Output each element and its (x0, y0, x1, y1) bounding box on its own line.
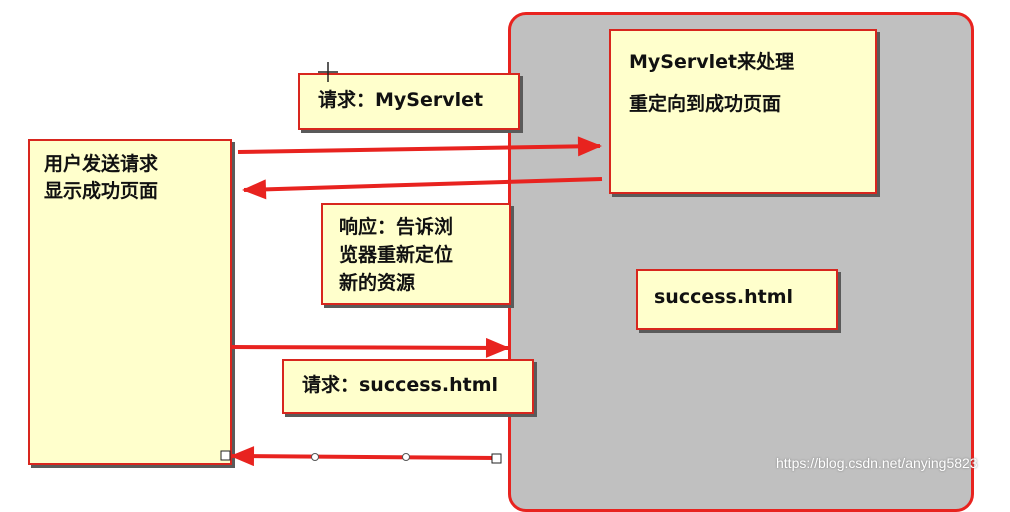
user-note-line-2: 显示成功页面 (44, 180, 159, 202)
arrow-request-to-servlet (237, 136, 602, 157)
request-myservlet-label: 请求：MyServlet (318, 89, 484, 111)
servlet-note-line-2: 重定向到成功页面 (629, 93, 782, 115)
response-note-line-2: 览器重新定位 (339, 244, 454, 266)
selection-midpoint-2[interactable] (402, 453, 410, 461)
user-note[interactable]: 用户发送请求 显示成功页面 (28, 139, 232, 465)
arrow-redirect-response (242, 177, 603, 200)
success-page-note[interactable]: success.html (636, 269, 838, 330)
selection-handle-end[interactable] (491, 453, 502, 464)
user-note-line-1: 用户发送请求 (44, 153, 159, 175)
response-note-line-3: 新的资源 (339, 272, 416, 294)
crosshair-cursor-icon (318, 62, 338, 82)
request-success-note[interactable]: 请求：success.html (282, 359, 534, 414)
request-myservlet-note[interactable]: 请求：MyServlet (298, 73, 520, 130)
request-success-label: 请求：success.html (302, 374, 499, 396)
selection-handle-start[interactable] (220, 450, 231, 461)
servlet-note-line-1: MyServlet来处理 (629, 51, 795, 73)
watermark: https://blog.csdn.net/anying5823 (776, 455, 978, 471)
arrow-request-to-success (231, 337, 510, 358)
flow-arrows (220, 62, 603, 467)
response-note[interactable]: 响应：告诉浏 览器重新定位 新的资源 (321, 203, 511, 305)
selection-midpoint-1[interactable] (311, 453, 319, 461)
success-page-label: success.html (654, 286, 794, 308)
arrow-success-response (230, 446, 497, 467)
servlet-note[interactable]: MyServlet来处理 重定向到成功页面 (609, 29, 877, 194)
response-note-line-1: 响应：告诉浏 (339, 216, 454, 238)
